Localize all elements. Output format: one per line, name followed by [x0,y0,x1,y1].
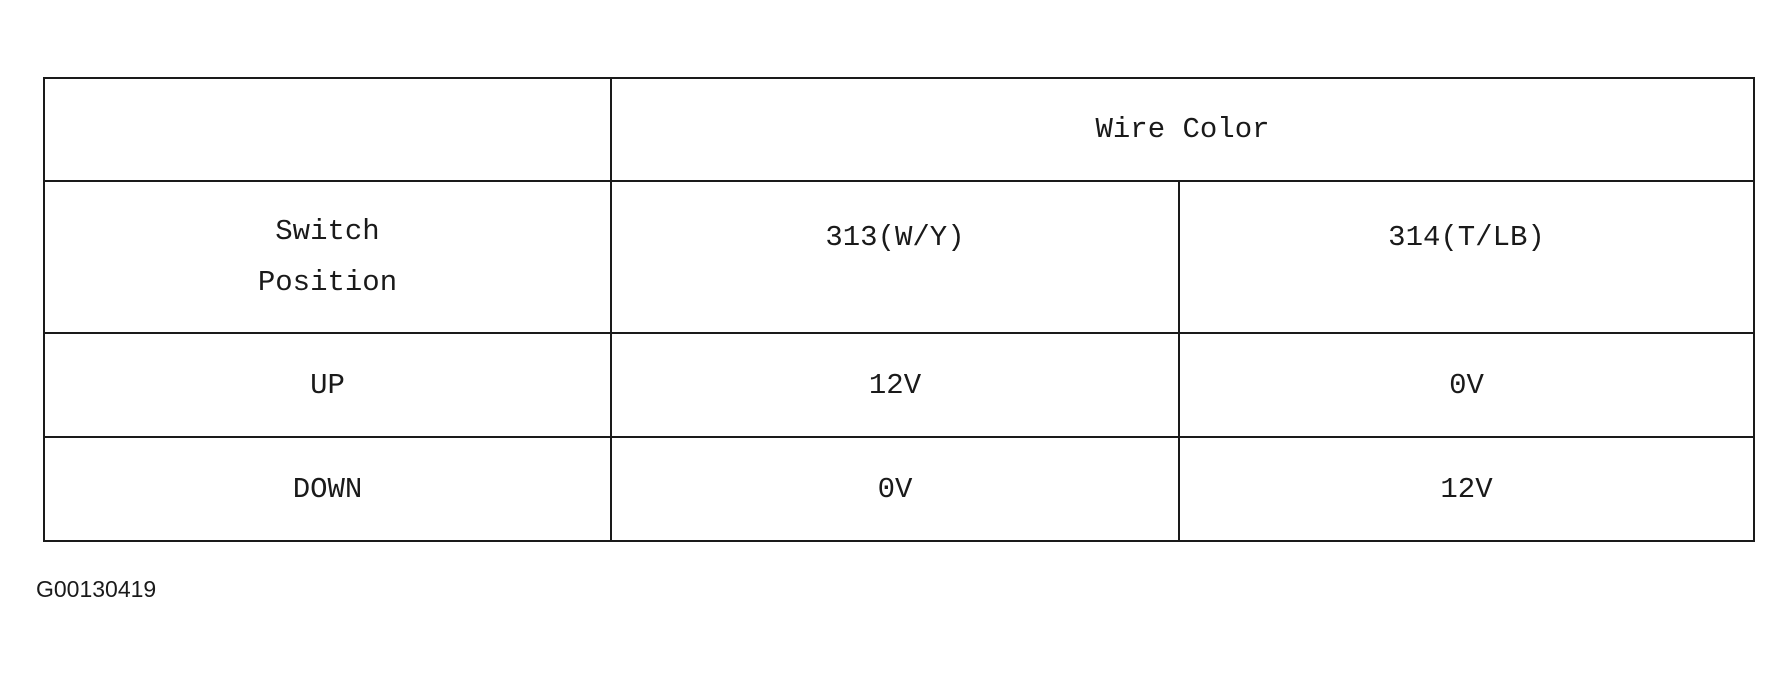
column-header-314: 314(T/LB) [1178,180,1755,334]
switch-position-cell: DOWN [43,436,612,542]
switch-position-label-line2: Position [257,266,398,299]
switch-position-cell: UP [43,332,612,438]
switch-position-header: Switch Position [43,180,612,334]
voltage-cell-313: 0V [610,436,1180,542]
table-row: DOWN 0V 12V [43,436,1755,542]
wire-color-table: Wire Color Switch Position 313(W/Y) 314(… [43,77,1755,542]
voltage-cell-314: 0V [1178,332,1755,438]
voltage-cell-313: 12V [610,332,1180,438]
table-row: UP 12V 0V [43,332,1755,438]
table-header-row: Wire Color [43,77,1755,182]
column-header-313: 313(W/Y) [610,180,1180,334]
empty-corner-cell [43,77,612,182]
figure-id-label: G00130419 [36,576,157,602]
voltage-cell-314: 12V [1178,436,1755,542]
switch-position-label-line1: Switch [275,215,380,248]
wire-color-header: Wire Color [610,77,1755,182]
table-subheader-row: Switch Position 313(W/Y) 314(T/LB) [43,180,1755,334]
